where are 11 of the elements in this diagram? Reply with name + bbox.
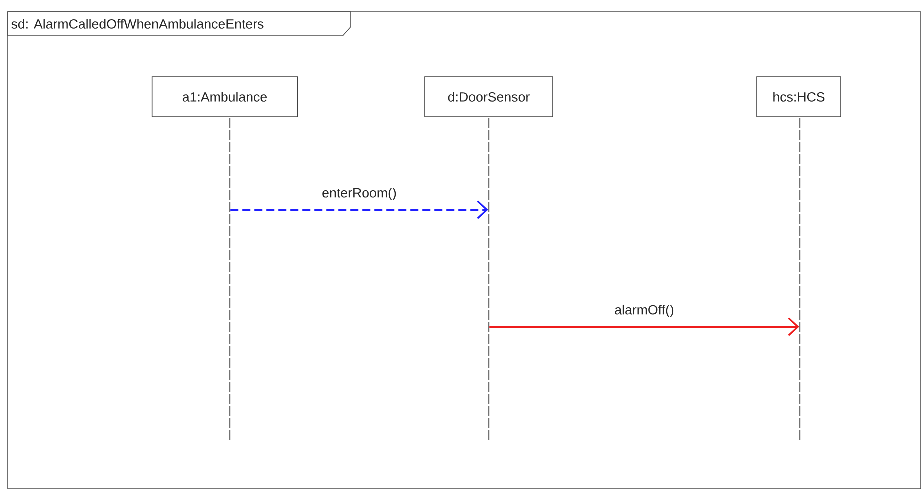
lifeline-head-box: d:DoorSensor [424, 76, 554, 118]
frame-title-tab: sd: AlarmCalledOffWhenAmbulanceEnters [8, 12, 352, 36]
lifeline [229, 116, 231, 441]
message-arrow [490, 318, 800, 336]
message-label: alarmOff() [615, 304, 674, 318]
lifeline [799, 116, 801, 441]
message-label: enterRoom() [322, 188, 396, 200]
message-arrow [230, 200, 488, 220]
lifeline-head-box: hcs:HCS [756, 76, 842, 118]
lifeline [488, 116, 490, 441]
lifeline-head-box: a1:Ambulance [152, 76, 298, 118]
